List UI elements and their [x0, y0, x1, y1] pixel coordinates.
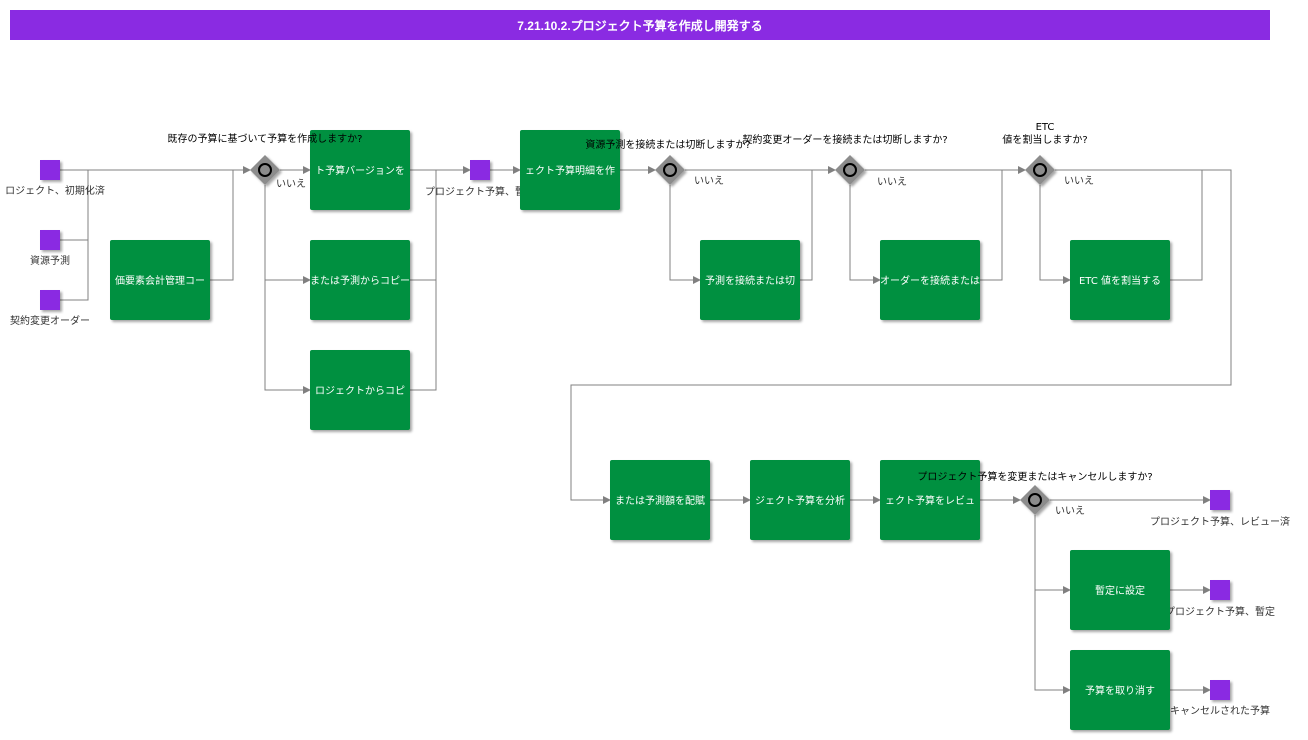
- gateway-question: プロジェクト予算を変更またはキャンセルしますか?: [917, 470, 1152, 483]
- data-object-label: プロジェクト予算、暫定: [425, 185, 535, 198]
- branch-label-no: いいえ: [1064, 175, 1094, 187]
- connector: [849, 185, 881, 284]
- gateway-change-or-cancel[interactable]: [1020, 485, 1050, 515]
- task-analyze-budget[interactable]: ジェクト予算を分析: [750, 460, 850, 540]
- data-objects: [40, 160, 1230, 700]
- data-object[interactable]: [1210, 680, 1230, 700]
- svg-text:ETC 値を割当する: ETC 値を割当する: [1079, 274, 1161, 287]
- task-create-budget-version[interactable]: ト予算バージョンを: [310, 130, 410, 210]
- task-copy-from-project[interactable]: ロジェクトからコピ: [310, 350, 410, 430]
- branch-label-no: いいえ: [877, 176, 907, 188]
- connector: [1039, 185, 1071, 284]
- data-object[interactable]: [40, 160, 60, 180]
- svg-text:ロジェクトからコピ: ロジェクトからコピ: [315, 385, 405, 397]
- branch-label-no: いいえ: [276, 178, 306, 190]
- svg-text:価要素会計管理コー: 価要素会計管理コー: [115, 274, 205, 287]
- connectors: [60, 166, 1232, 694]
- connector: [980, 170, 1003, 281]
- data-object-label: プロジェクト予算、暫定: [1165, 605, 1275, 618]
- connector: [1034, 515, 1071, 694]
- gateways: [250, 155, 1055, 515]
- gateway-question: 資源予測を接続または切断しますか?: [585, 138, 750, 151]
- svg-text:ェクト予算をレビュ: ェクト予算をレビュ: [885, 494, 975, 507]
- connector: [60, 170, 89, 241]
- branch-label-no: いいえ: [694, 175, 724, 187]
- svg-text:暫定に設定: 暫定に設定: [1095, 584, 1145, 597]
- gateway-link-contract[interactable]: [835, 155, 865, 185]
- task-distribute-forecast[interactable]: または予測額を配賦: [610, 460, 710, 540]
- data-object-label: キャンセルされた予算: [1170, 704, 1270, 717]
- svg-text:オーダーを接続または: オーダーを接続または: [880, 274, 980, 287]
- connector: [210, 170, 234, 281]
- svg-text:ト予算バージョンを: ト予算バージョンを: [315, 164, 405, 177]
- svg-text:ジェクト予算を分析: ジェクト予算を分析: [755, 494, 845, 507]
- data-object-labels: ロジェクト、初期化済 資源予測 契約変更オーダー プロジェクト予算、暫定 プロジ…: [5, 184, 1290, 717]
- task-set-interim[interactable]: 暫定に設定: [1070, 550, 1170, 630]
- data-object[interactable]: [1210, 580, 1230, 600]
- connector: [410, 280, 437, 391]
- data-object[interactable]: [470, 160, 490, 180]
- task-link-resource-forecast[interactable]: 予測を接続または切: [700, 240, 800, 320]
- connector: [60, 240, 89, 301]
- data-object-label: 資源予測: [30, 254, 70, 267]
- gateway-question: 値を割当しますか?: [1002, 133, 1087, 146]
- svg-text:ェクト予算明細を作: ェクト予算明細を作: [525, 164, 615, 177]
- svg-text:または予測からコピー: または予測からコピー: [310, 274, 410, 287]
- task-copy-from-forecast[interactable]: または予測からコピー: [310, 240, 410, 320]
- svg-text:予算を取り消す: 予算を取り消す: [1085, 684, 1155, 697]
- branch-label-no: いいえ: [1055, 505, 1085, 517]
- gateway-labels: 既存の予算に基づいて予算を作成しますか? 資源予測を接続または切断しますか? 契…: [167, 122, 1152, 483]
- connector: [264, 185, 311, 394]
- task-cancel-budget[interactable]: 予算を取り消す: [1070, 650, 1170, 730]
- diagram-title: 7.21.10.2.プロジェクト予算を作成し開発する: [10, 10, 1270, 40]
- connector: [800, 170, 813, 281]
- data-object[interactable]: [40, 230, 60, 250]
- svg-text:予測を接続または切: 予測を接続または切: [705, 274, 795, 287]
- data-object-label: プロジェクト予算、レビュー済: [1150, 515, 1290, 528]
- task-cost-element-code[interactable]: 価要素会計管理コー: [110, 240, 210, 320]
- task-create-budget-lines[interactable]: ェクト予算明細を作: [520, 130, 620, 210]
- task-link-change-order[interactable]: オーダーを接続または: [880, 240, 980, 320]
- gateway-based-on-existing[interactable]: [250, 155, 280, 185]
- gateway-allocate-etc[interactable]: [1025, 155, 1055, 185]
- branch-labels: いいえ いいえ いいえ いいえ いいえ: [276, 175, 1094, 517]
- gateway-question: 契約変更オーダーを接続または切断しますか?: [742, 133, 947, 146]
- data-object-label: ロジェクト、初期化済: [5, 184, 105, 197]
- data-object[interactable]: [1210, 490, 1230, 510]
- gateway-question: 既存の予算に基づいて予算を作成しますか?: [167, 132, 362, 145]
- connector: [1170, 170, 1203, 281]
- connector: [669, 185, 701, 284]
- gateway-link-resource[interactable]: [655, 155, 685, 185]
- task-review-budget[interactable]: ェクト予算をレビュ: [880, 460, 980, 540]
- svg-text:または予測額を配賦: または予測額を配賦: [615, 494, 705, 507]
- data-object[interactable]: [40, 290, 60, 310]
- tasks: 価要素会計管理コー ト予算バージョンを または予測からコピー ロジェクトからコピ…: [110, 130, 1170, 730]
- gateway-question: ETC: [1036, 122, 1055, 133]
- task-allocate-etc[interactable]: ETC 値を割当する: [1070, 240, 1170, 320]
- data-object-label: 契約変更オーダー: [10, 314, 90, 327]
